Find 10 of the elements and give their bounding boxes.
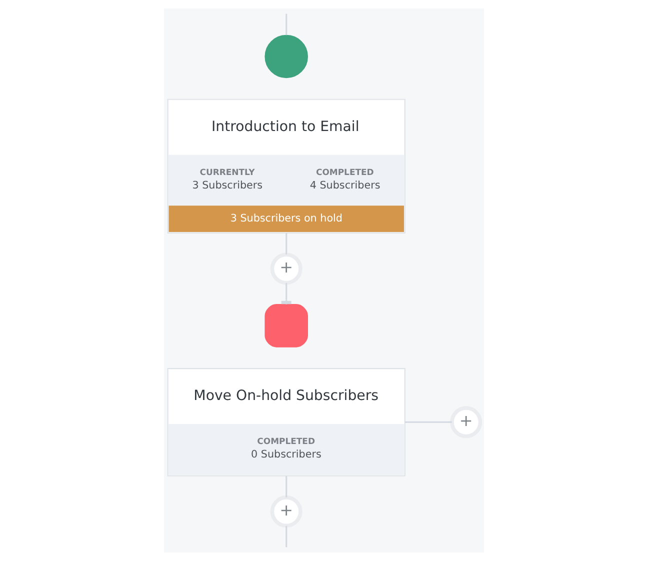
connector	[405, 421, 452, 423]
connector	[286, 14, 288, 36]
connector	[286, 233, 288, 254]
connector	[286, 526, 288, 548]
node-circle: +	[270, 252, 302, 285]
node-circle	[264, 34, 308, 78]
node-box	[264, 304, 308, 348]
node-circle: +	[450, 406, 482, 438]
node-circle: +	[270, 496, 302, 528]
connector	[286, 476, 288, 498]
